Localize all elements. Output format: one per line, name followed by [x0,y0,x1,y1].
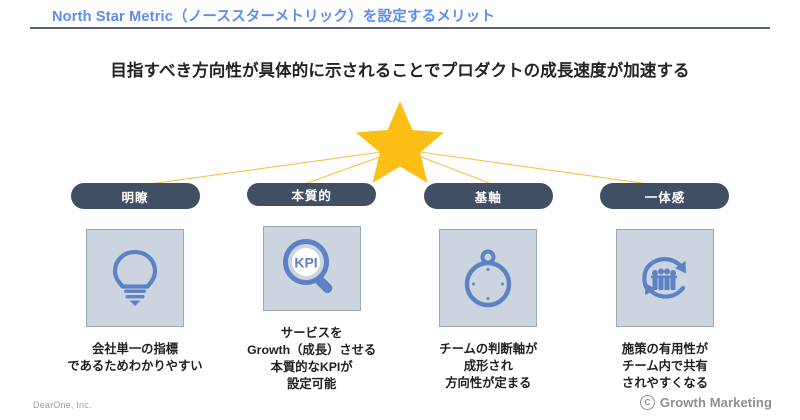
star-icon [356,101,444,183]
benefit-column-2: 本質的 KPI サービスを Growth（成長）させる 本質的なKPIが 設定可… [232,183,392,393]
pill-label-2[interactable]: 本質的 [247,183,377,206]
header-divider [30,27,770,29]
pill-label-4[interactable]: 一体感 [600,183,730,209]
connector-line-3 [402,149,498,187]
connector-line-4 [405,149,664,187]
lightbulb-icon [112,249,158,306]
benefit-columns: 明瞭 会社単一の指標 であるためわかりやすい 本質的 KPI サービスを Gro… [0,183,800,393]
pill-label-3[interactable]: 基軸 [423,183,553,209]
caption-4: 施策の有用性が チーム内で共有 されやすくなる [621,342,709,390]
compass-icon [465,249,512,308]
caption-3: チームの判断軸が 成形され 方向性が定まる [439,342,538,390]
caption-1: 会社単一の指標 であるためわかりやすい [67,342,203,373]
connector-lines [134,149,664,187]
headline: 目指すべき方向性が具体的に示されることでプロダクトの成長速度が加速する [110,62,690,80]
icon-box-3 [439,229,538,327]
copyright-icon: C [639,395,655,410]
connector-line-1 [134,149,397,187]
benefit-column-1: 明瞭 会社単一の指標 であるためわかりやすい [55,183,215,393]
kpi-magnifier-icon: KPI [282,239,332,294]
footer-company: DearOne, Inc. [33,400,92,410]
slide-header: North Star Metric（ノーススターメトリック）を設定するメリット [0,0,800,29]
page-title: North Star Metric（ノーススターメトリック）を設定するメリット [52,9,496,25]
footer-brand-label: Growth Marketing [659,395,772,410]
icon-box-1 [86,229,184,327]
benefit-column-4: 一体感 施策の有用性が チーム内で共有 されやすくなる [585,183,745,393]
icon-box-4 [615,229,714,327]
benefit-column-3: 基軸 チームの判断軸が 成形され 方向性が定まる [408,183,568,393]
connector-line-2 [298,149,400,187]
icon-box-2: KPI [262,225,361,312]
footer-brand-group: C Growth Marketing [639,395,772,410]
kpi-label: KPI [294,255,317,271]
pill-label-1[interactable]: 明瞭 [70,183,200,209]
caption-2: サービスを Growth（成長）させる 本質的なKPIが 設定可能 [247,326,377,392]
team-cycle-icon [642,257,686,299]
